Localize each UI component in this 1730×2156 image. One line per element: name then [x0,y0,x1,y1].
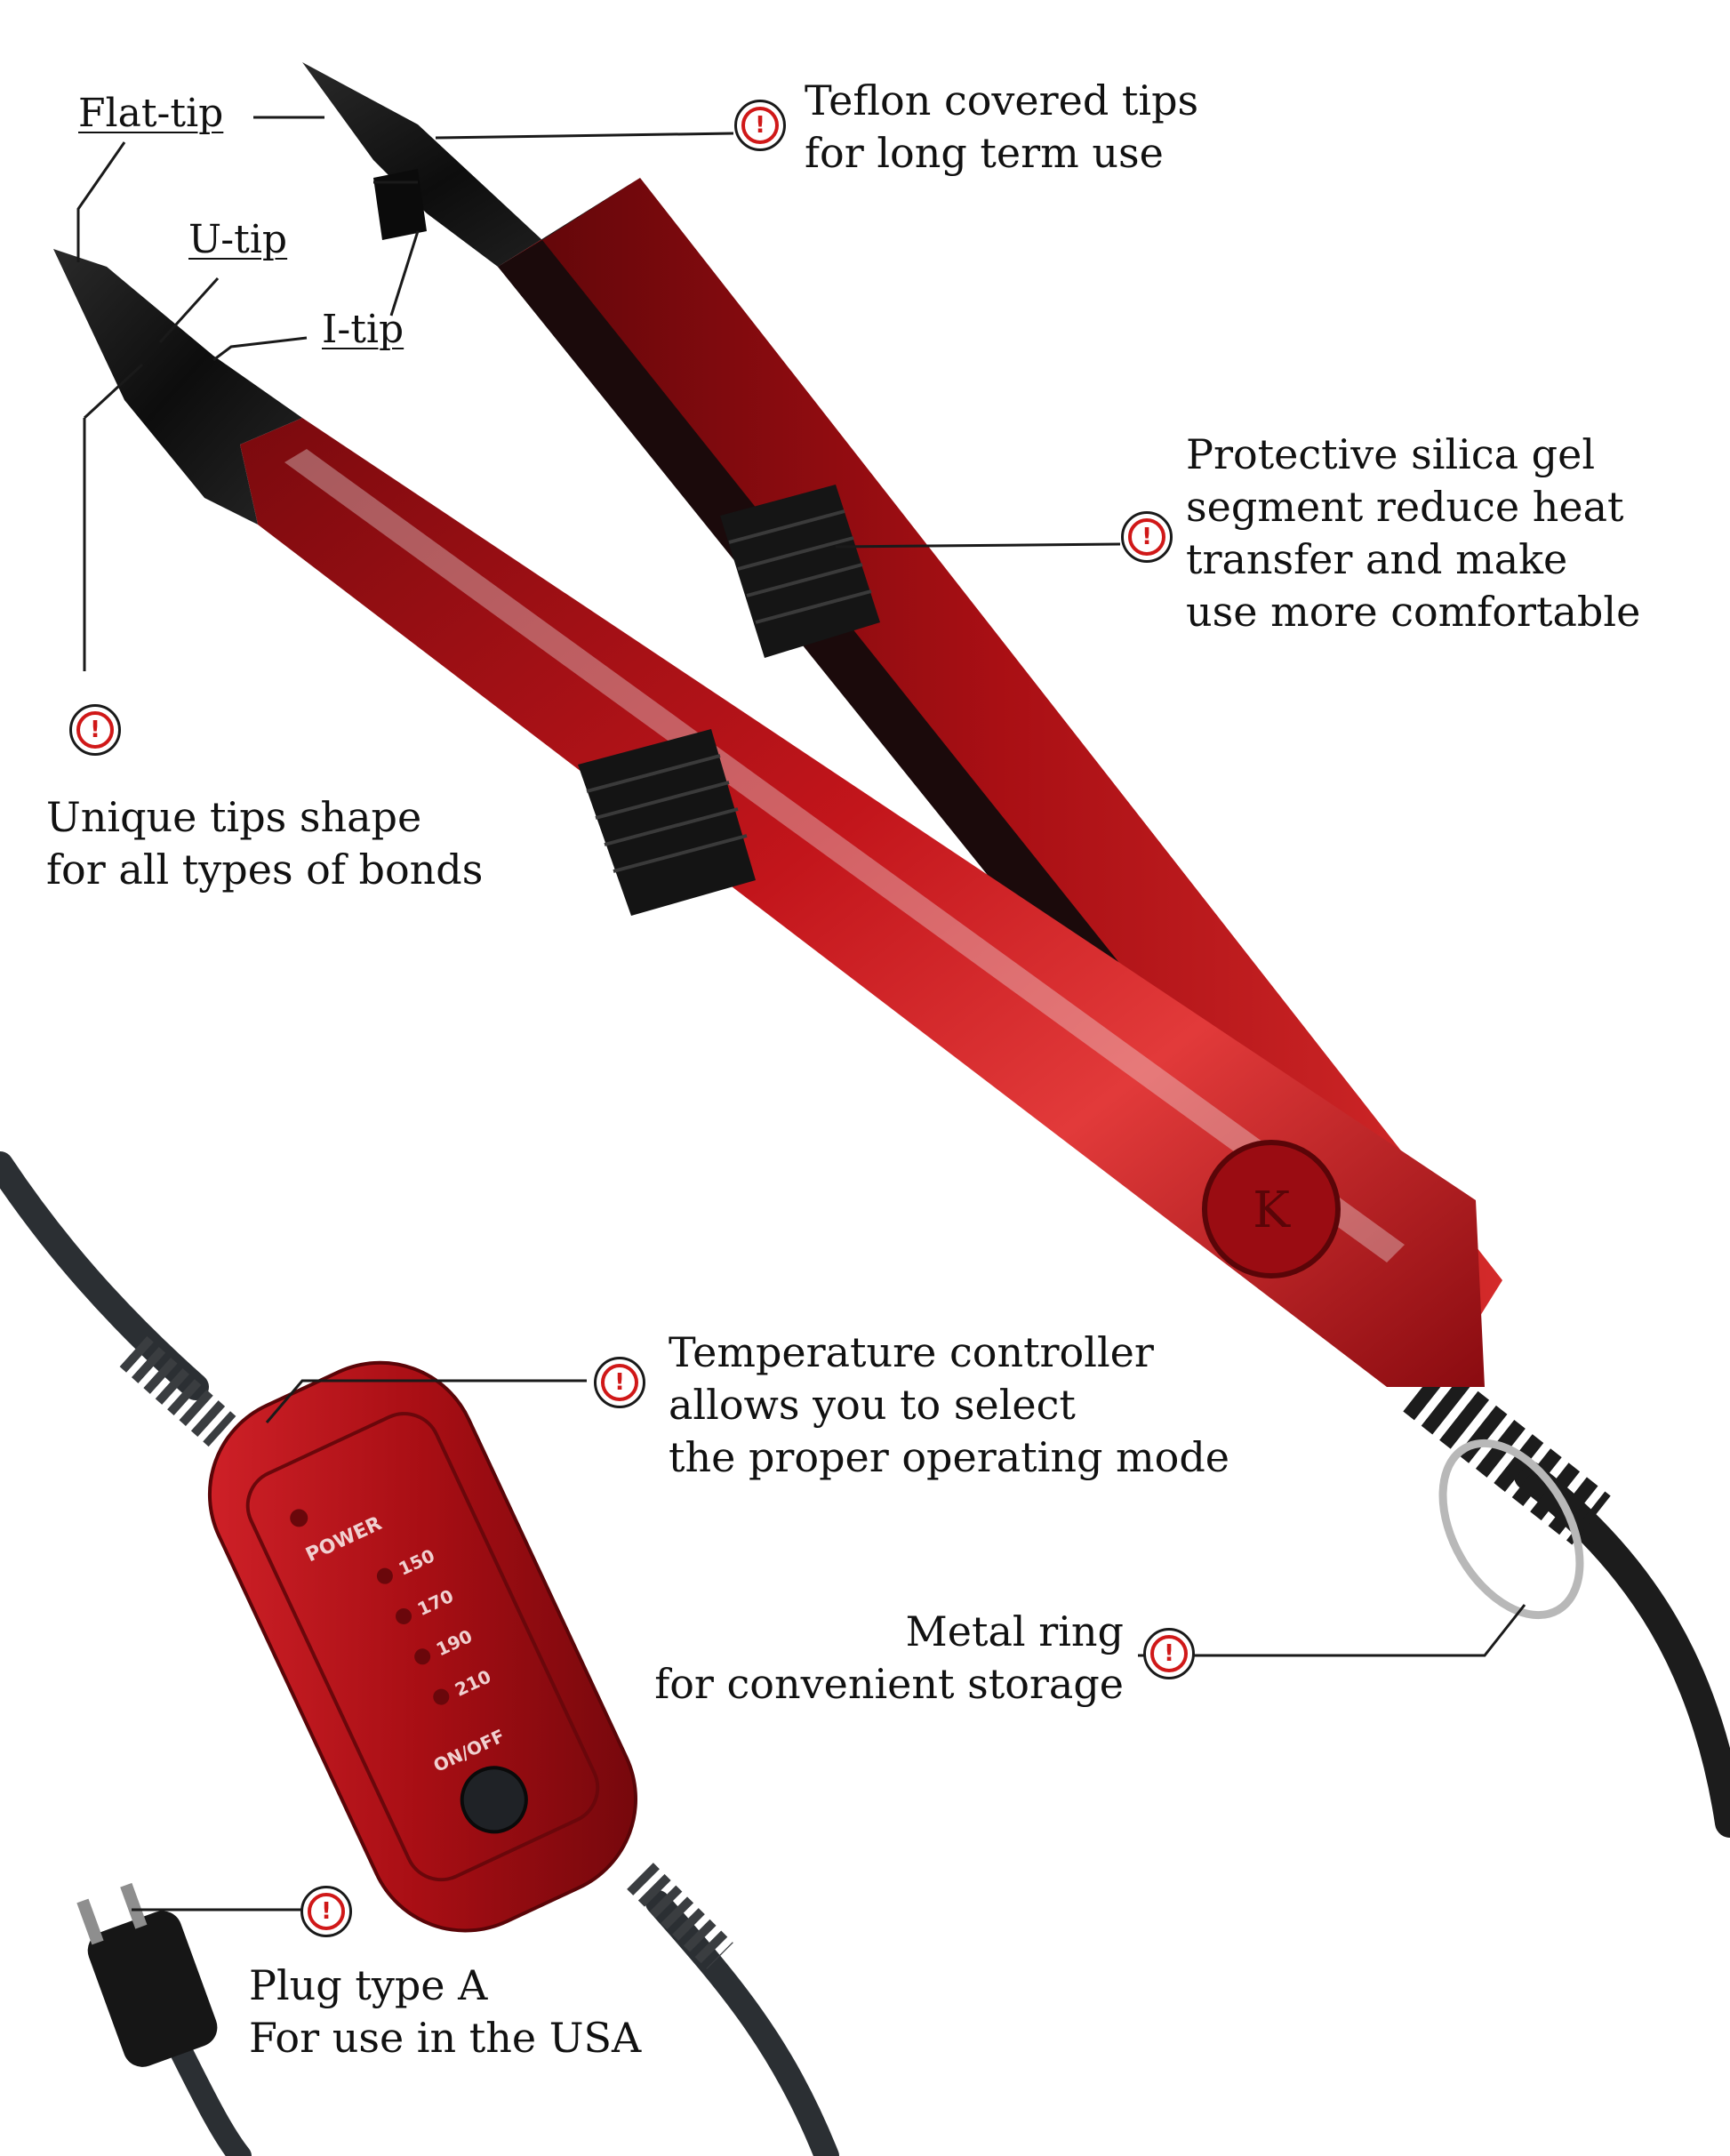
caption-line: Protective silica gel [1186,430,1596,478]
power-cord-upper [0,1151,209,1400]
teflon-caption: Teflon covered tips for long term use [805,75,1198,180]
caption-line: Teflon covered tips [805,76,1199,124]
line-flat-tip-left [76,141,126,262]
tips-warning-marker: ! [69,704,121,756]
exclamation-icon: ! [741,107,779,144]
line-i-tip-right [389,230,420,317]
caption-line: Unique tips shape [46,793,422,841]
temp-led-4 [433,1688,450,1705]
controller-body [207,1360,638,1933]
iron-tip-right-notch [373,169,427,240]
metal-ring [1438,1439,1584,1620]
teflon-warning-marker: ! [734,100,786,151]
line-ring [1138,1604,1526,1657]
strain-relief-bottom [627,1863,733,1969]
temp-led-2 [396,1607,412,1624]
line-teflon [435,132,734,140]
flat-tip-label: Flat-tip [78,91,224,136]
plug-body [87,1911,218,2067]
caption-line: For use in the USA [249,2014,642,2062]
iron-arm-left [240,418,1485,1387]
temperature-warning-marker: ! [594,1357,645,1408]
silica-caption: Protective silica gel segment reduce hea… [1186,429,1640,638]
plug-prong-1 [76,1898,104,1945]
power-led [290,1509,308,1527]
exclamation-icon: ! [1150,1635,1188,1672]
temperature-controller: POWER 150 170 190 210 ON/OFF [207,1360,638,1933]
caption-line: allows you to select [669,1381,1076,1429]
caption-line: Metal ring [905,1607,1124,1655]
grip-left-ribs [586,754,748,873]
temp-led-3 [414,1648,431,1665]
exclamation-icon: ! [601,1364,638,1401]
caption-line: Temperature controller [669,1328,1154,1376]
hinge [1202,1140,1341,1278]
leader-lines [76,116,1526,1912]
caption-line: Plug type A [249,1961,488,2009]
temperature-caption: Temperature controller allows you to sel… [669,1326,1229,1484]
plug-type-a [76,1882,218,2067]
plug-warning-marker: ! [300,1886,352,1937]
strain-relief-top [119,1335,236,1447]
grip-right [720,485,880,658]
line-u-tip-down [158,277,220,344]
grip-right-ribs [728,509,872,624]
caption-line: for convenient storage [654,1660,1124,1708]
iron-tip-left [53,249,302,525]
caption-line: for long term use [805,129,1164,177]
exclamation-icon: ! [1128,518,1165,556]
iron-strain-relief [1403,1362,1611,1545]
u-tip-label: U-tip [188,217,288,262]
plug-cord [166,2033,252,2156]
caption-line: segment reduce heat [1186,483,1624,531]
plug-caption: Plug type A For use in the USA [249,1960,641,2064]
on-off-button[interactable] [452,1757,537,1842]
caption-line: transfer and make [1186,535,1568,583]
exclamation-icon: ! [308,1893,345,1930]
temp-led-1 [376,1567,393,1584]
power-cord-lower [645,1890,839,2156]
tips-caption: Unique tips shape for all types of bonds [46,791,483,896]
exclamation-icon: ! [76,711,114,749]
silica-warning-marker: ! [1121,511,1173,563]
brand-mark: K [1253,1182,1291,1239]
iron-arm-left-highlight [284,449,1405,1262]
line-temperature [265,1379,587,1423]
line-tips-top [83,363,144,420]
line-i-tip [212,336,308,362]
iron-tip-right [302,62,640,267]
ring-warning-marker: ! [1143,1628,1195,1679]
i-tip-label: I-tip [322,307,404,352]
ring-caption: Metal ring for convenient storage [635,1606,1124,1711]
plug-prong-2 [120,1882,148,1929]
caption-line: the proper operating mode [669,1433,1230,1481]
controller-panel [245,1412,600,1882]
line-silica [835,542,1121,549]
caption-line: use more comfortable [1186,588,1641,636]
caption-line: for all types of bonds [46,846,484,894]
